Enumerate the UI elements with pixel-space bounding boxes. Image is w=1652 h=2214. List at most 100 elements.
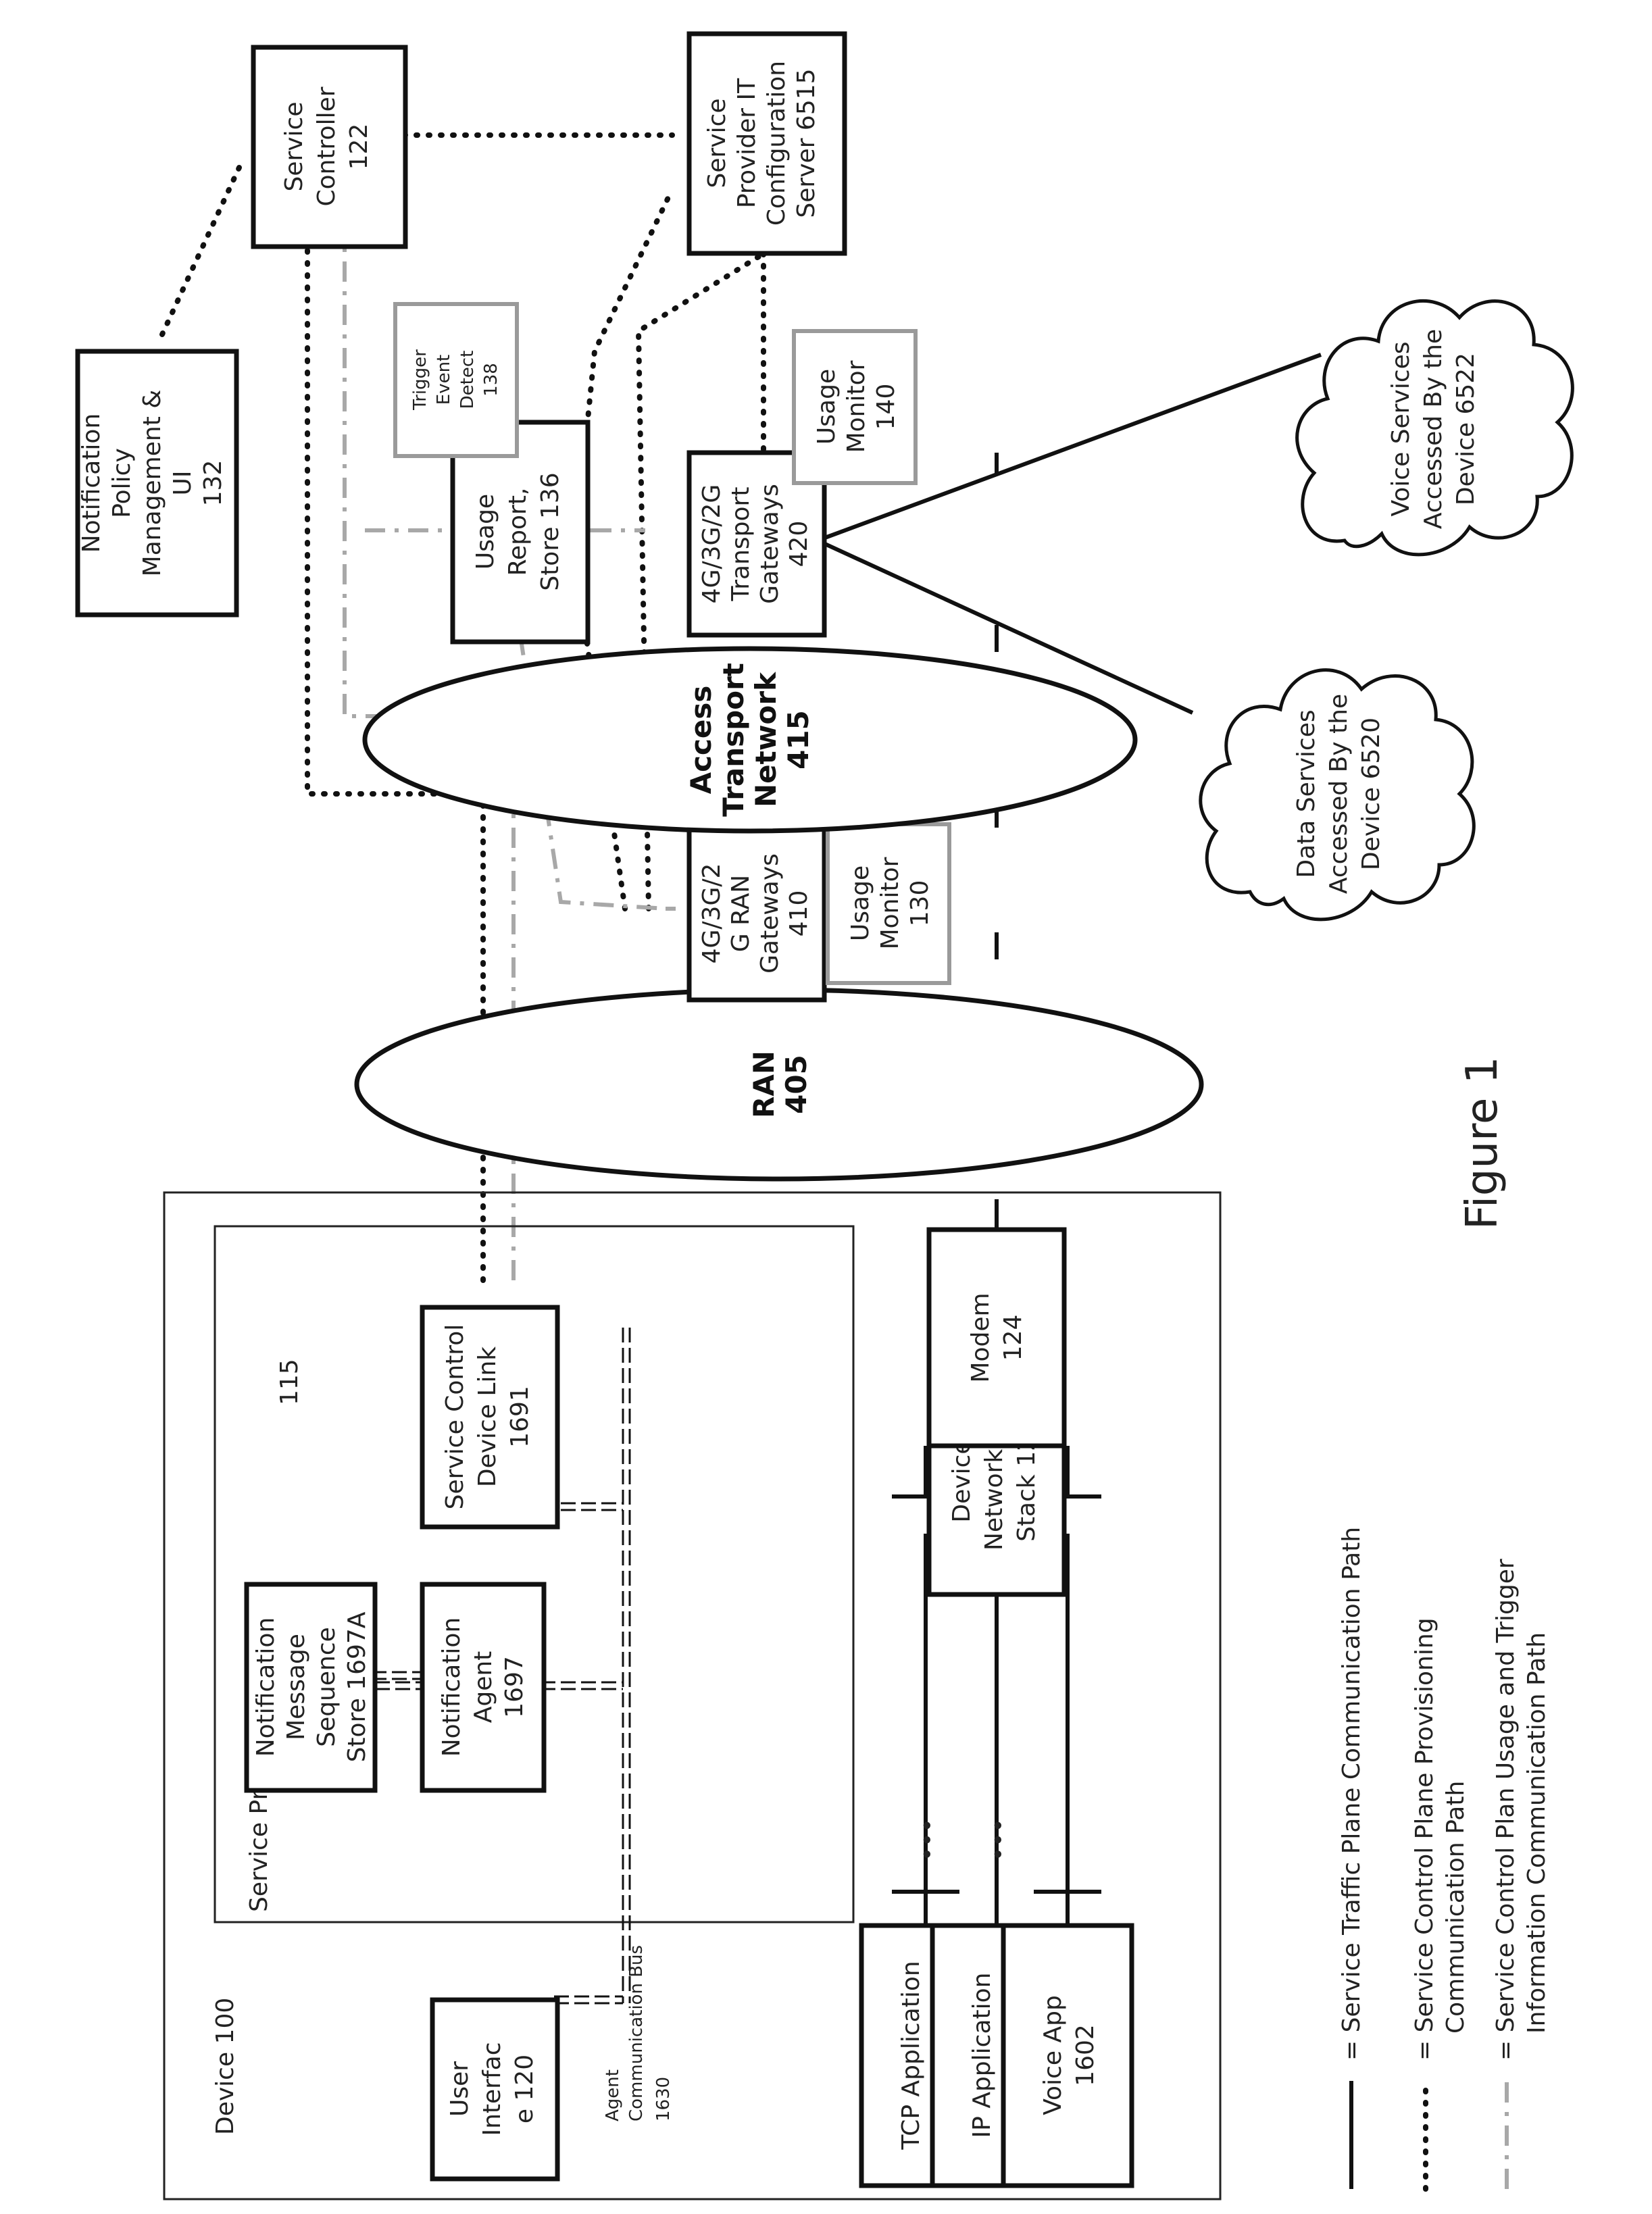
svg-text:Accessed By the: Accessed By the (1420, 329, 1447, 529)
ran-gateways-box: 4G/3G/2 G RAN Gateways 410 (689, 828, 824, 1000)
svg-text:415: 415 (782, 710, 815, 770)
svg-text:Communication Bus: Communication Bus (626, 1945, 647, 2121)
notification-policy-box: Notification Policy Management & UI 132 (78, 351, 236, 615)
voice-services-cloud: Voice Services Accessed By the Device 65… (1297, 301, 1573, 554)
svg-text:Configuration: Configuration (763, 61, 791, 226)
ellipsis-lower: ••• (985, 1818, 1013, 1861)
svg-text:132: 132 (199, 460, 227, 507)
svg-text:Device 6520: Device 6520 (1357, 718, 1385, 870)
svg-text:Device: Device (948, 1439, 976, 1522)
notification-agent-box: Notification Agent 1697 (422, 1584, 544, 1790)
svg-text:140: 140 (872, 384, 900, 430)
svg-text:Usage: Usage (813, 369, 841, 445)
svg-text:Agent: Agent (470, 1651, 497, 1724)
svg-text:Store 136: Store 136 (536, 472, 564, 590)
legend-provisioning-label: = Service Control Plane Provisioning Com… (1411, 1617, 1470, 2061)
svg-text:Transport: Transport (717, 663, 750, 817)
svg-text:124: 124 (999, 1315, 1027, 1361)
svg-text:RAN: RAN (747, 1051, 780, 1118)
svg-text:115: 115 (276, 1359, 303, 1405)
svg-text:Service: Service (280, 101, 308, 191)
svg-text:Modem: Modem (967, 1292, 995, 1382)
svg-text:1602: 1602 (1072, 2024, 1099, 2086)
svg-text:138: 138 (481, 363, 501, 397)
ellipsis-upper: ••• (914, 1818, 942, 1861)
usage-monitor-140-box: Usage Monitor 140 (794, 331, 916, 483)
svg-text:1691: 1691 (506, 1386, 534, 1448)
svg-text:Notification: Notification (252, 1617, 280, 1757)
svg-text:Sequence: Sequence (313, 1627, 341, 1747)
svg-text:Store 1697A: Store 1697A (343, 1611, 371, 1762)
svg-text:Usage: Usage (472, 494, 499, 570)
it-configuration-server-box: Service Provider IT Configuration Server… (689, 34, 845, 253)
svg-text:Voice Services: Voice Services (1387, 341, 1415, 516)
svg-text:4G/3G/2G: 4G/3G/2G (698, 484, 726, 604)
usage-monitor-130-box: Usage Monitor 130 (828, 824, 949, 983)
svg-text:Accessed By the: Accessed By the (1325, 694, 1353, 894)
svg-text:Communication Path: Communication Path (1442, 1781, 1470, 2034)
svg-text:e 120: e 120 (511, 2055, 539, 2123)
store-agent-connector (375, 1682, 422, 1689)
device-label: Device 100 (211, 1998, 239, 2135)
voice-app-box: Voice App 1602 (1003, 1926, 1132, 2186)
svg-text:130: 130 (906, 880, 934, 927)
svg-text:Device 6522: Device 6522 (1452, 353, 1480, 505)
svg-text:4G/3G/2: 4G/3G/2 (698, 863, 726, 964)
svg-text:Network: Network (749, 672, 782, 807)
service-processor-number: 115 (276, 1359, 303, 1405)
svg-text:Controller: Controller (313, 86, 341, 206)
svg-text:Policy: Policy (108, 448, 136, 518)
svg-text:Message: Message (282, 1634, 310, 1740)
svg-text:405: 405 (780, 1055, 813, 1114)
svg-text:420: 420 (785, 521, 813, 568)
svg-text:Notification: Notification (78, 413, 105, 553)
svg-text:Voice App: Voice App (1039, 1995, 1067, 2115)
svg-text:Interfac: Interfac (478, 2042, 506, 2136)
agent-bus-label: Agent Communication Bus 1630 (603, 1945, 674, 2121)
svg-text:Trigger: Trigger (410, 349, 430, 411)
svg-text:IP Application: IP Application (968, 1973, 996, 2138)
svg-text:1697: 1697 (501, 1656, 528, 1718)
svg-text:Gateways: Gateways (756, 484, 784, 604)
access-transport-network-ellipse: Access Transport Network 415 (365, 649, 1135, 831)
notification-store-box: Notification Message Sequence Store 1697… (247, 1584, 375, 1790)
svg-text:Information Communication Path: Information Communication Path (1523, 1632, 1551, 2034)
svg-text:Data Services: Data Services (1293, 709, 1320, 878)
svg-text:Access: Access (684, 686, 718, 795)
svg-text:Service Control: Service Control (441, 1324, 469, 1510)
user-interface-box: User Interfac e 120 (432, 2000, 557, 2179)
svg-text:Device Link: Device Link (474, 1347, 501, 1487)
svg-text:Agent: Agent (603, 2069, 623, 2121)
legend: = Service Traffic Plane Communication Pa… (1338, 1527, 1551, 2189)
service-controller-box: Service Controller 122 (253, 47, 405, 247)
svg-text:1630: 1630 (653, 2077, 674, 2121)
modem-box: Modem 124 (929, 1230, 1064, 1446)
figure-label: Figure 1 (1457, 1057, 1507, 1230)
svg-text:Report,: Report, (504, 488, 532, 576)
svg-text:122: 122 (345, 124, 373, 170)
svg-text:G RAN: G RAN (727, 875, 755, 952)
svg-text:Monitor: Monitor (876, 857, 904, 949)
svg-text:= Service Traffic Plane Commun: = Service Traffic Plane Communication Pa… (1338, 1527, 1366, 2061)
svg-text:Monitor: Monitor (843, 360, 870, 453)
svg-text:UI: UI (169, 471, 197, 496)
svg-text:Service: Service (703, 98, 731, 188)
svg-text:Management &: Management & (139, 390, 166, 577)
svg-text:TCP Application: TCP Application (897, 1961, 925, 2150)
svg-text:Event: Event (434, 355, 454, 405)
svg-text:Usage: Usage (847, 865, 874, 941)
legend-traffic-label: = Service Traffic Plane Communication Pa… (1338, 1527, 1366, 2061)
svg-text:410: 410 (785, 890, 813, 937)
svg-text:Provider IT: Provider IT (733, 78, 761, 208)
svg-text:= Service Control Plane Provis: = Service Control Plane Provisioning (1411, 1617, 1438, 2061)
legend-usage-label: = Service Control Plan Usage and Trigger… (1492, 1559, 1551, 2061)
service-control-link-box: Service Control Device Link 1691 (422, 1307, 557, 1527)
svg-text:Server 6515: Server 6515 (793, 68, 820, 218)
svg-text:= Service Control Plan Usage a: = Service Control Plan Usage and Trigger (1492, 1559, 1520, 2061)
data-services-cloud: Data Services Accessed By the Device 652… (1201, 670, 1474, 920)
svg-text:Notification: Notification (438, 1617, 466, 1757)
trigger-event-detect-box: Trigger Event Detect 138 (395, 304, 517, 456)
svg-text:Gateways: Gateways (756, 853, 784, 974)
svg-text:Transport: Transport (727, 487, 755, 602)
